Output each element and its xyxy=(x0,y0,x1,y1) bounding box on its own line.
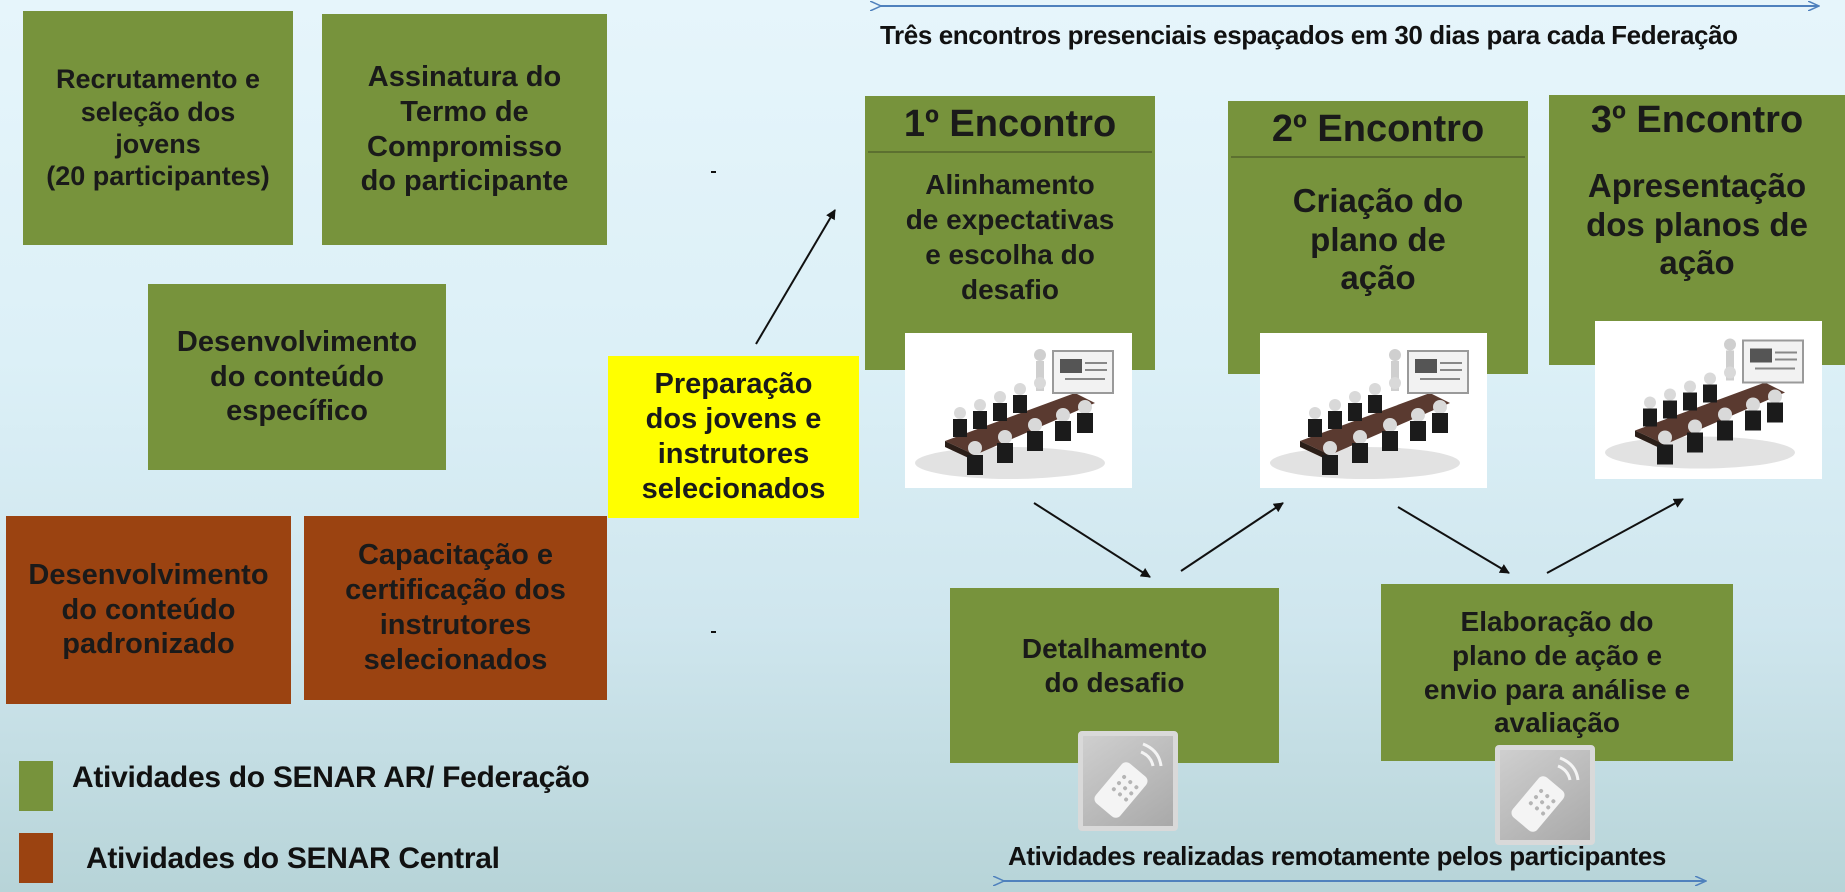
encontro-2-box: 2º Encontro Criação do plano de ação xyxy=(1228,101,1528,374)
dash-mark-bottom xyxy=(711,631,716,633)
legend-swatch-central xyxy=(19,833,53,883)
preparacao-label: Preparação dos jovens e instrutores sele… xyxy=(641,368,826,505)
encontro-3-body: Apresentação dos planos de ação xyxy=(1586,167,1808,282)
meeting-room-image-1 xyxy=(905,333,1132,488)
arrow-elaboracao-to-encontro3 xyxy=(1546,498,1684,574)
encontro-3-box: 3º Encontro Apresentação dos planos de a… xyxy=(1549,95,1845,365)
encontro-1-body: Alinhamento de expectativas e escolha do… xyxy=(905,169,1115,305)
legend-label-central: Atividades do SENAR Central xyxy=(86,842,500,875)
elaboracao-box: Elaboração do plano de ação e envio para… xyxy=(1381,584,1733,761)
meeting-room-image-2 xyxy=(1260,333,1487,488)
top-caption: Três encontros presenciais espaçados em … xyxy=(880,20,1738,50)
remote-control-icon-2 xyxy=(1495,745,1595,845)
encontro-2-body: Criação do plano de ação xyxy=(1292,182,1464,297)
meeting-room-icon xyxy=(915,349,1114,479)
arrow-encontro2-to-elaboracao xyxy=(1397,506,1510,574)
recrutamento-box: Recrutamento e seleção dos jovens (20 pa… xyxy=(23,11,293,245)
desenvolvimento-especifico-label: Desenvolvimento do conteúdo específico xyxy=(176,325,418,428)
meeting-room-image-3 xyxy=(1595,321,1822,479)
legend-label-federacao: Atividades do SENAR AR/ Federação xyxy=(72,761,590,794)
arrow-preparacao-to-encontro1 xyxy=(755,209,836,345)
meeting-room-icon xyxy=(1270,349,1469,479)
encontro-1-title: 1º Encontro xyxy=(868,96,1152,153)
arrow-encontro1-to-detalhamento xyxy=(1033,502,1151,578)
capacitacao-label: Capacitação e certificação dos instrutor… xyxy=(345,539,566,676)
dash-mark-top xyxy=(711,171,716,173)
arrow-detalhamento-to-encontro2 xyxy=(1180,502,1284,572)
assinatura-label: Assinatura do Termo de Compromisso do pa… xyxy=(360,60,569,198)
remote-control-icon xyxy=(1511,756,1580,832)
recrutamento-label: Recrutamento e seleção dos jovens (20 pa… xyxy=(46,64,270,192)
assinatura-box: Assinatura do Termo de Compromisso do pa… xyxy=(322,14,607,245)
legend-swatch-federacao xyxy=(19,761,53,811)
capacitacao-box: Capacitação e certificação dos instrutor… xyxy=(304,516,607,700)
desenvolvimento-padronizado-box: Desenvolvimento do conteúdo padronizado xyxy=(6,516,291,704)
preparacao-box: Preparação dos jovens e instrutores sele… xyxy=(608,356,859,518)
meeting-room-icon xyxy=(1605,338,1804,469)
detalhamento-label: Detalhamento do desafio xyxy=(1021,632,1208,698)
remote-control-icon xyxy=(1094,742,1163,818)
desenvolvimento-padronizado-label: Desenvolvimento do conteúdo padronizado xyxy=(28,558,269,661)
encontro-2-title: 2º Encontro xyxy=(1231,101,1525,158)
encontro-1-box: 1º Encontro Alinhamento de expectativas … xyxy=(865,96,1155,370)
bottom-caption: Atividades realizadas remotamente pelos … xyxy=(1008,841,1666,871)
remote-control-icon-1 xyxy=(1078,731,1178,831)
desenvolvimento-especifico-box: Desenvolvimento do conteúdo específico xyxy=(148,284,446,470)
encontro-3-title: 3º Encontro xyxy=(1590,99,1804,141)
elaboracao-label: Elaboração do plano de ação e envio para… xyxy=(1423,606,1691,739)
